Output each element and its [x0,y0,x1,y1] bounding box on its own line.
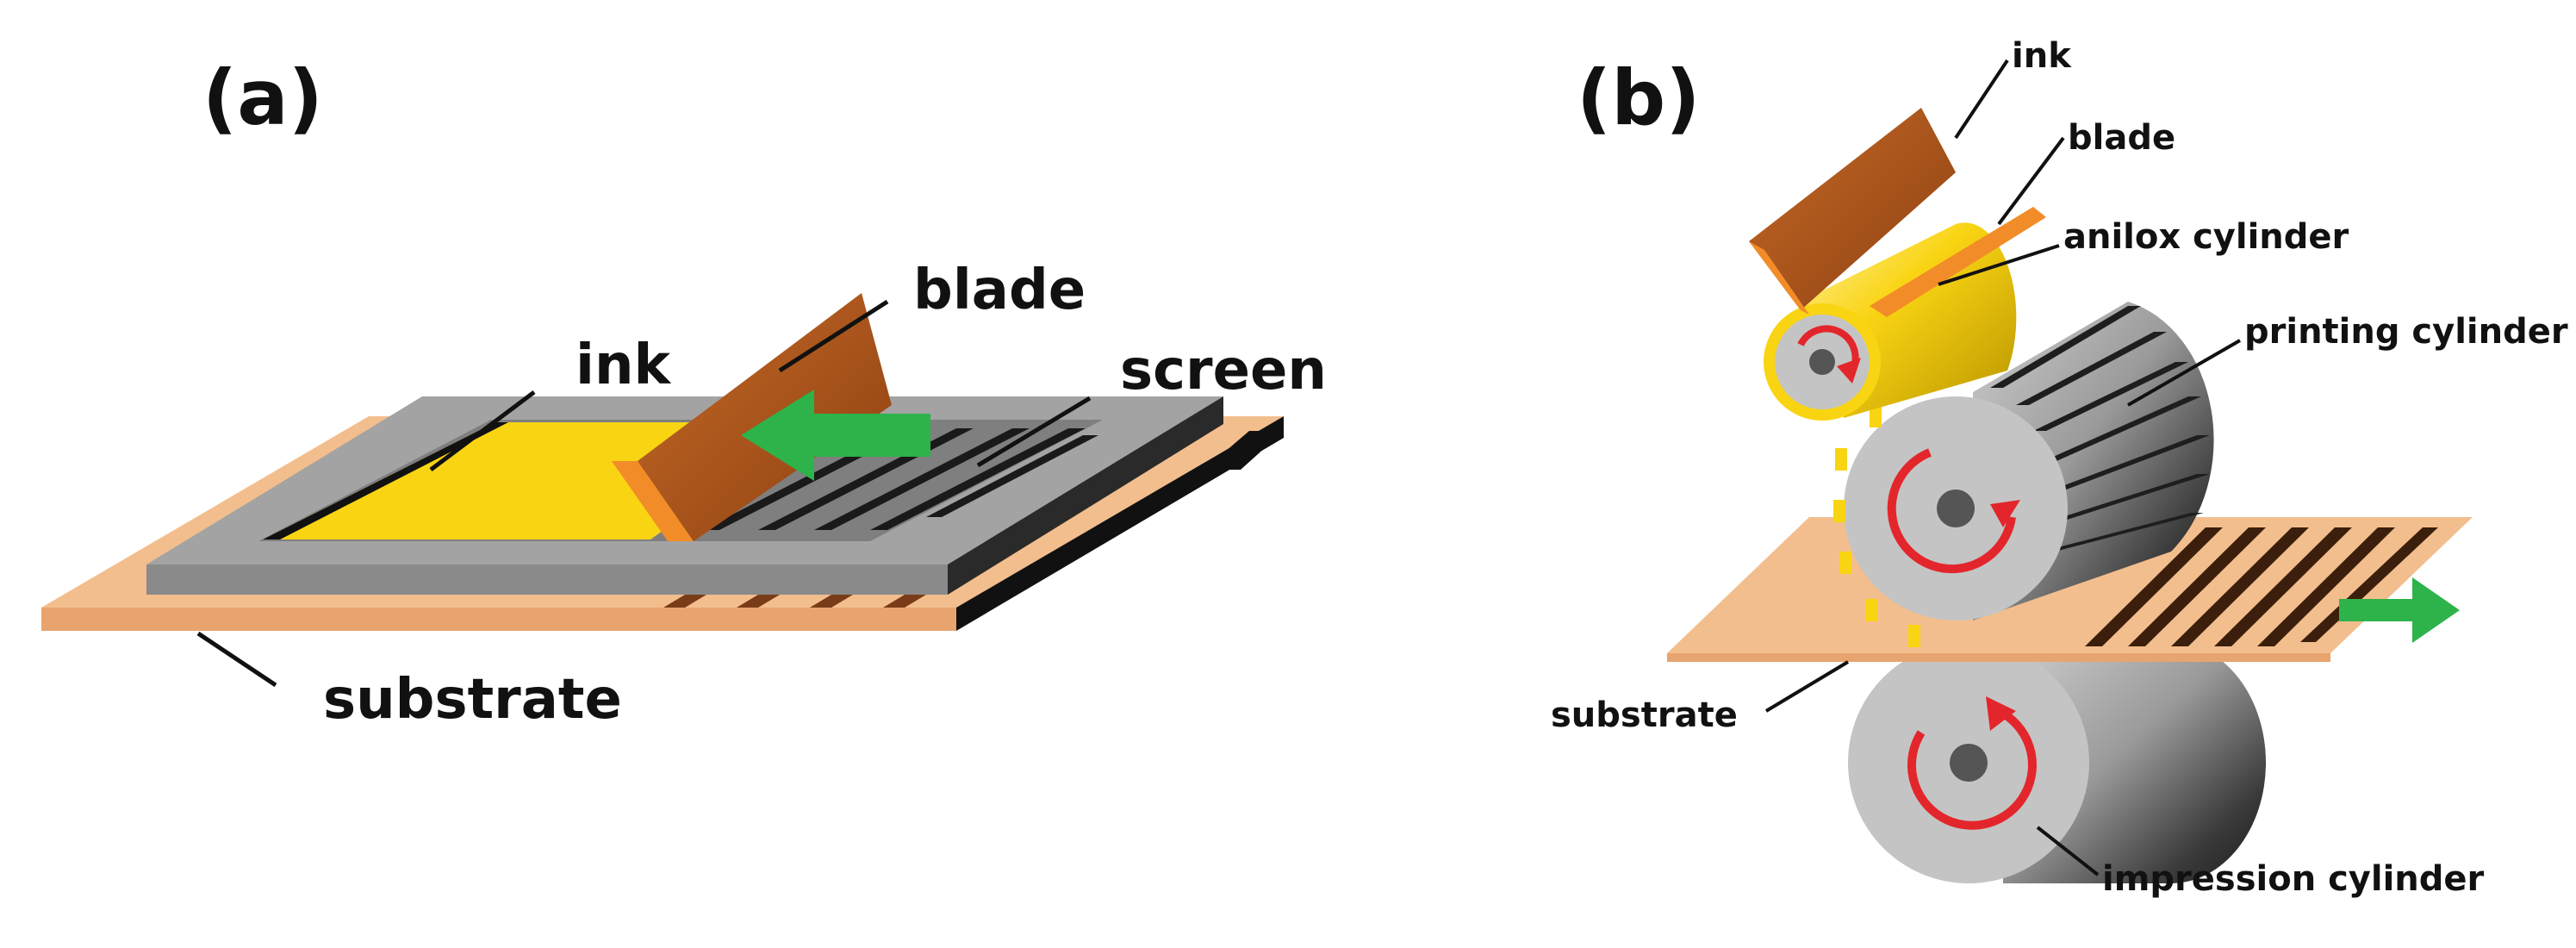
screen-frame-side [948,396,1223,595]
screen-slot [870,428,1086,530]
leader-anilox-b [1938,244,2060,286]
leader-impression-b [2036,826,2100,876]
printing-cylinder-teeth [1833,405,1920,647]
label-ink-a: ink [576,334,671,397]
label-substrate-b: substrate [1551,695,1738,735]
rotation-arrowhead [1990,500,2020,527]
label-impression-cylinder: impression cylinder [2102,859,2485,899]
label-blade-b: blade [2068,118,2176,158]
label-blade-a: blade [913,259,1086,322]
label-ink-b: ink [2012,36,2071,76]
motion-arrow-b [2339,577,2460,643]
printed-line [1189,431,1266,483]
printed-line [2257,527,2395,646]
rotation-arrow [1907,707,2037,830]
leader-ink-b [1954,59,2009,140]
motion-arrow-a [741,390,930,481]
label-anilox-cylinder: anilox cylinder [2063,217,2349,257]
panel-b-label: (b) [1577,53,1701,142]
printing-cylinder-hub [1937,490,1975,527]
rotation-arrow [1797,325,1859,372]
ink-reservoir-edge [1749,241,1809,315]
anilox-cylinder-hub [1809,349,1835,375]
printed-line [2128,527,2266,646]
rotation-arrow [1887,448,2016,574]
printed-line [2171,527,2309,646]
screen-slot [814,428,1030,530]
substrate-a-side [956,416,1284,631]
printed-line [1223,431,1284,470]
label-screen-a: screen [1120,339,1327,402]
blade-a [638,293,892,541]
leader-blade-b [1997,136,2065,226]
printed-line [2214,527,2352,646]
panel-b-artwork [1667,59,2473,883]
substrate-a-front [41,608,956,631]
ink-reservoir [1749,108,1956,310]
leader-substrate-b [1764,660,1850,713]
substrate-b-front [1667,653,2330,662]
panel-a-artwork [41,293,1284,688]
label-substrate-a: substrate [323,668,622,732]
panel-a-label: (a) [202,53,323,142]
ink-a-shadow [263,422,508,539]
rotation-arrowhead [1837,358,1861,384]
label-printing-cylinder: printing cylinder [2244,312,2568,352]
leader-ink-a [429,390,536,471]
rotation-arrowhead [1986,696,2016,731]
doctor-blade [1870,207,2046,317]
leader-blade-a [778,299,889,373]
printed-line [2085,527,2223,646]
impression-cylinder-hub [1950,744,1988,782]
leader-printing-b [2127,339,2241,407]
printing-cylinder-ridges [1990,306,2210,552]
blade-a-edge [612,461,694,541]
screen-slot [926,435,1098,517]
leader-screen-a [976,396,1092,468]
leader-substrate-a [196,631,277,688]
printed-line [2300,527,2438,642]
screen-frame-front [146,564,948,595]
